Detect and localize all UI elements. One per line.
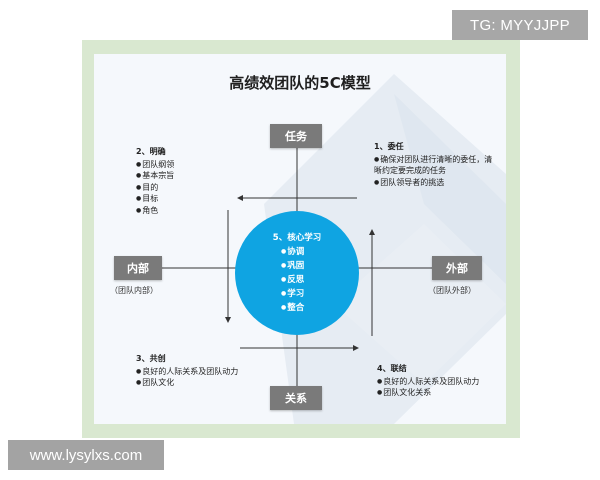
watermark-top: TG: MYYJJPP — [452, 10, 588, 40]
block-item: 良好的人际关系及团队动力 — [136, 366, 248, 378]
internal-box: 内部 — [114, 256, 162, 280]
diagram-title: 高绩效团队的5C模型 — [229, 74, 371, 92]
relation-box: 关系 — [270, 386, 322, 410]
external-subtitle: （团队外部） — [428, 286, 476, 295]
watermark-bottom: www.lysylxs.com — [8, 440, 164, 470]
block-title: 3、共创 — [136, 354, 166, 363]
task-box: 任务 — [270, 124, 322, 148]
block-item: 目标 — [136, 193, 226, 205]
core-item: 协调 — [281, 245, 359, 259]
block-title: 1、委任 — [374, 142, 404, 151]
external-box: 外部 — [432, 256, 482, 280]
block-title: 2、明确 — [136, 147, 166, 156]
core-title: 5、核心学习 — [272, 233, 322, 243]
block-item: 确保对团队进行清晰的委任，清晰约定要完成的任务 — [374, 154, 498, 177]
core-item: 巩固 — [281, 259, 359, 273]
internal-subtitle: （团队内部） — [110, 286, 158, 295]
core-learning-text: 5、核心学习 协调 巩固 反思 学习 整合 — [235, 232, 359, 315]
block-item: 团队领导者的挑选 — [374, 177, 498, 189]
core-item: 整合 — [281, 301, 359, 315]
block-item: 基本宗旨 — [136, 170, 226, 182]
block-title: 4、联结 — [377, 364, 407, 373]
block-item: 团队文化关系 — [377, 387, 505, 399]
block-item: 团队纲领 — [136, 159, 226, 171]
core-item: 学习 — [281, 287, 359, 301]
cocreate-block: 3、共创 良好的人际关系及团队动力 团队文化 — [136, 353, 248, 389]
block-item: 角色 — [136, 205, 226, 217]
core-item: 反思 — [281, 273, 359, 287]
block-item: 团队文化 — [136, 377, 248, 389]
clarity-block: 2、明确 团队纲领 基本宗旨 目的 目标 角色 — [136, 146, 226, 216]
responsibility-block: 1、委任 确保对团队进行清晰的委任，清晰约定要完成的任务 团队领导者的挑选 — [374, 141, 498, 188]
block-item: 良好的人际关系及团队动力 — [377, 376, 505, 388]
connect-block: 4、联结 良好的人际关系及团队动力 团队文化关系 — [377, 363, 505, 399]
block-item: 目的 — [136, 182, 226, 194]
